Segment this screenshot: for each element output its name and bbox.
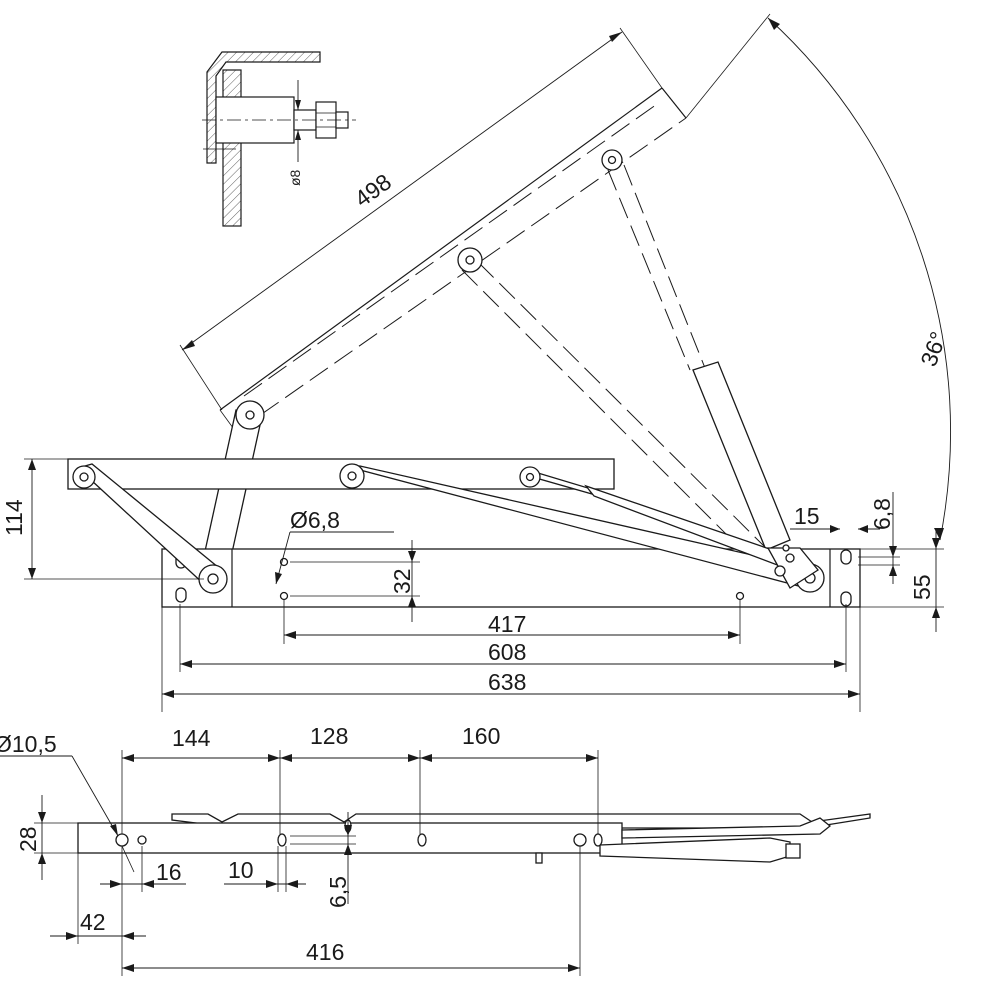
dim-42-label: 42 bbox=[80, 909, 106, 935]
hole-diameter-top-label: Ø6,8 bbox=[290, 507, 340, 533]
dim-6-5-label: 6,5 bbox=[325, 876, 351, 908]
pin-detail-section: ø8 bbox=[202, 51, 356, 227]
dim-638-label: 638 bbox=[488, 669, 526, 695]
dim-28-label: 28 bbox=[15, 826, 41, 852]
hole-diameter-bottom-label: Ø10,5 bbox=[0, 731, 57, 757]
side-view: 498 36° 114 Ø6,8 32 417 bbox=[1, 13, 952, 712]
dim-416-label: 416 bbox=[306, 939, 344, 965]
angle-profile-hatched bbox=[206, 51, 321, 164]
flat-bar-hatched bbox=[222, 69, 242, 227]
top-view-gas-spring bbox=[599, 837, 791, 863]
dim-6-8-label: 6,8 bbox=[869, 498, 895, 530]
dim-32-label: 32 bbox=[389, 568, 415, 594]
height-114-label: 114 bbox=[1, 499, 27, 536]
dim-15-label: 15 bbox=[794, 503, 820, 529]
dim-144-label: 144 bbox=[172, 725, 211, 751]
rail-hole bbox=[735, 591, 745, 601]
dim-10-label: 10 bbox=[228, 857, 254, 883]
rail-hole-large bbox=[573, 833, 587, 847]
dim-55-label: 55 bbox=[909, 574, 935, 600]
arm-length-label: 498 bbox=[350, 168, 396, 212]
dim-128-label: 128 bbox=[310, 723, 348, 749]
pin-diameter-label: ø8 bbox=[287, 169, 303, 186]
rail-hole bbox=[279, 591, 289, 601]
dim-417-label: 417 bbox=[488, 611, 526, 637]
dim-608-label: 608 bbox=[488, 639, 526, 665]
top-view: 144 128 160 Ø10,5 28 16 10 bbox=[0, 723, 871, 976]
opened-frame-phantom bbox=[199, 87, 791, 581]
dim-16-label: 16 bbox=[156, 859, 182, 885]
dim-160-label: 160 bbox=[462, 723, 500, 749]
